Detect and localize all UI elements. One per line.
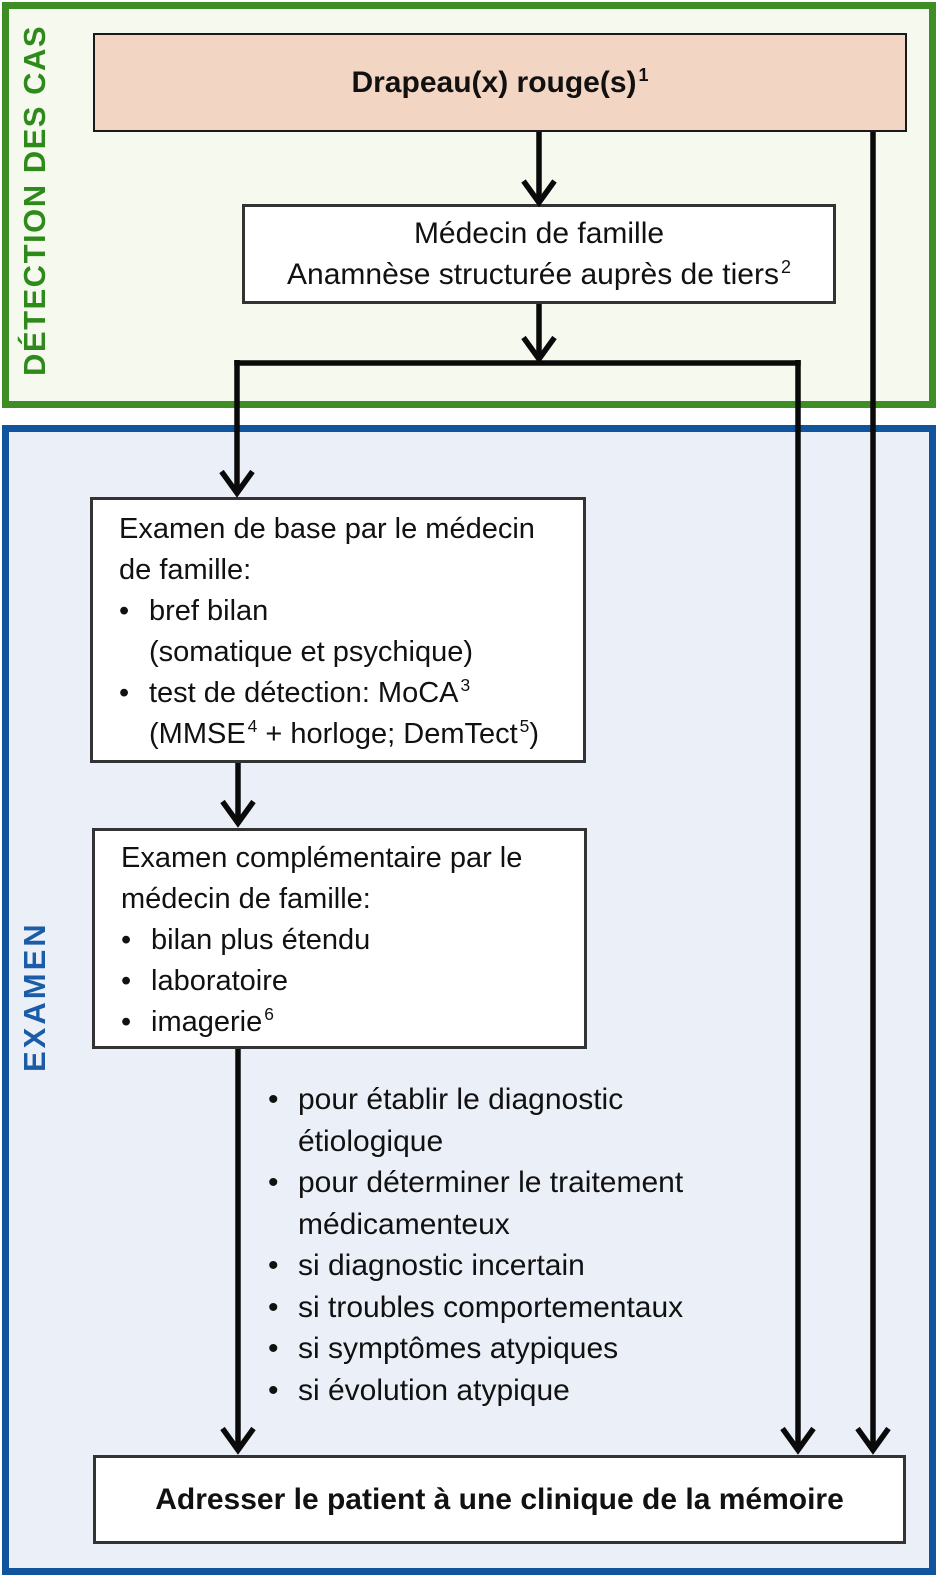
bullet-marker: • (121, 1006, 132, 1038)
bullet-marker: • (121, 965, 132, 997)
text-line: •si symptômes atypiques (268, 1328, 683, 1370)
box-basic-exam: Examen de base par le médecin de famille:… (90, 497, 586, 763)
bullet-marker: • (119, 677, 130, 709)
text-line: (somatique et psychique) (149, 636, 473, 668)
label-detection-des-cas: DÉTECTION DES CAS (17, 24, 52, 376)
label-examen: EXAMEN (17, 921, 52, 1072)
text-line: de famille: (119, 554, 252, 586)
text-line: •bref bilan (119, 591, 573, 632)
text-line: •pour établir le diagnostic (268, 1079, 683, 1121)
text-line: •si évolution atypique (268, 1370, 683, 1412)
text-line: étiologique (298, 1124, 444, 1158)
text-line: Adresser le patient à une clinique de la… (155, 1483, 844, 1516)
superscript-ref: 4 (247, 716, 258, 737)
text-line: médecin de famille: (121, 883, 371, 915)
text-line: Médecin de famille (413, 217, 665, 250)
text-line: Examen de base par le médecin (119, 513, 535, 545)
text-line: •si diagnostic incertain (268, 1245, 683, 1287)
text-line: médicamenteux (298, 1207, 510, 1241)
superscript-ref: 3 (460, 675, 471, 696)
superscript-ref: 2 (780, 257, 791, 277)
bullet-marker: • (268, 1332, 279, 1365)
box-complementary-exam: Examen complémentaire par le médecin de f… (92, 828, 587, 1049)
text-line: •laboratoire (121, 961, 574, 1002)
box-memory-clinic: Adresser le patient à une clinique de la… (93, 1455, 906, 1544)
text-line: •si troubles comportementaux (268, 1287, 683, 1329)
bullet-marker: • (121, 924, 132, 956)
bullet-marker: • (268, 1166, 279, 1199)
text-line: •bilan plus étendu (121, 920, 574, 961)
superscript-ref: 6 (264, 1004, 274, 1025)
text-line: •pour déterminer le traitement (268, 1162, 683, 1204)
bullet-marker: • (119, 595, 130, 627)
bullet-marker: • (268, 1290, 279, 1324)
superscript-ref: 5 (519, 716, 530, 737)
bullet-marker: • (268, 1083, 279, 1116)
box-red-flags: Drapeau(x) rouge(s)1 (93, 33, 907, 132)
bullet-marker: • (268, 1249, 279, 1282)
superscript-ref: 1 (638, 65, 649, 85)
text-line: Examen complémentaire par le (121, 842, 523, 874)
text-line: Drapeau(x) rouge(s)1 (351, 65, 649, 99)
bullet-marker: • (268, 1373, 279, 1407)
